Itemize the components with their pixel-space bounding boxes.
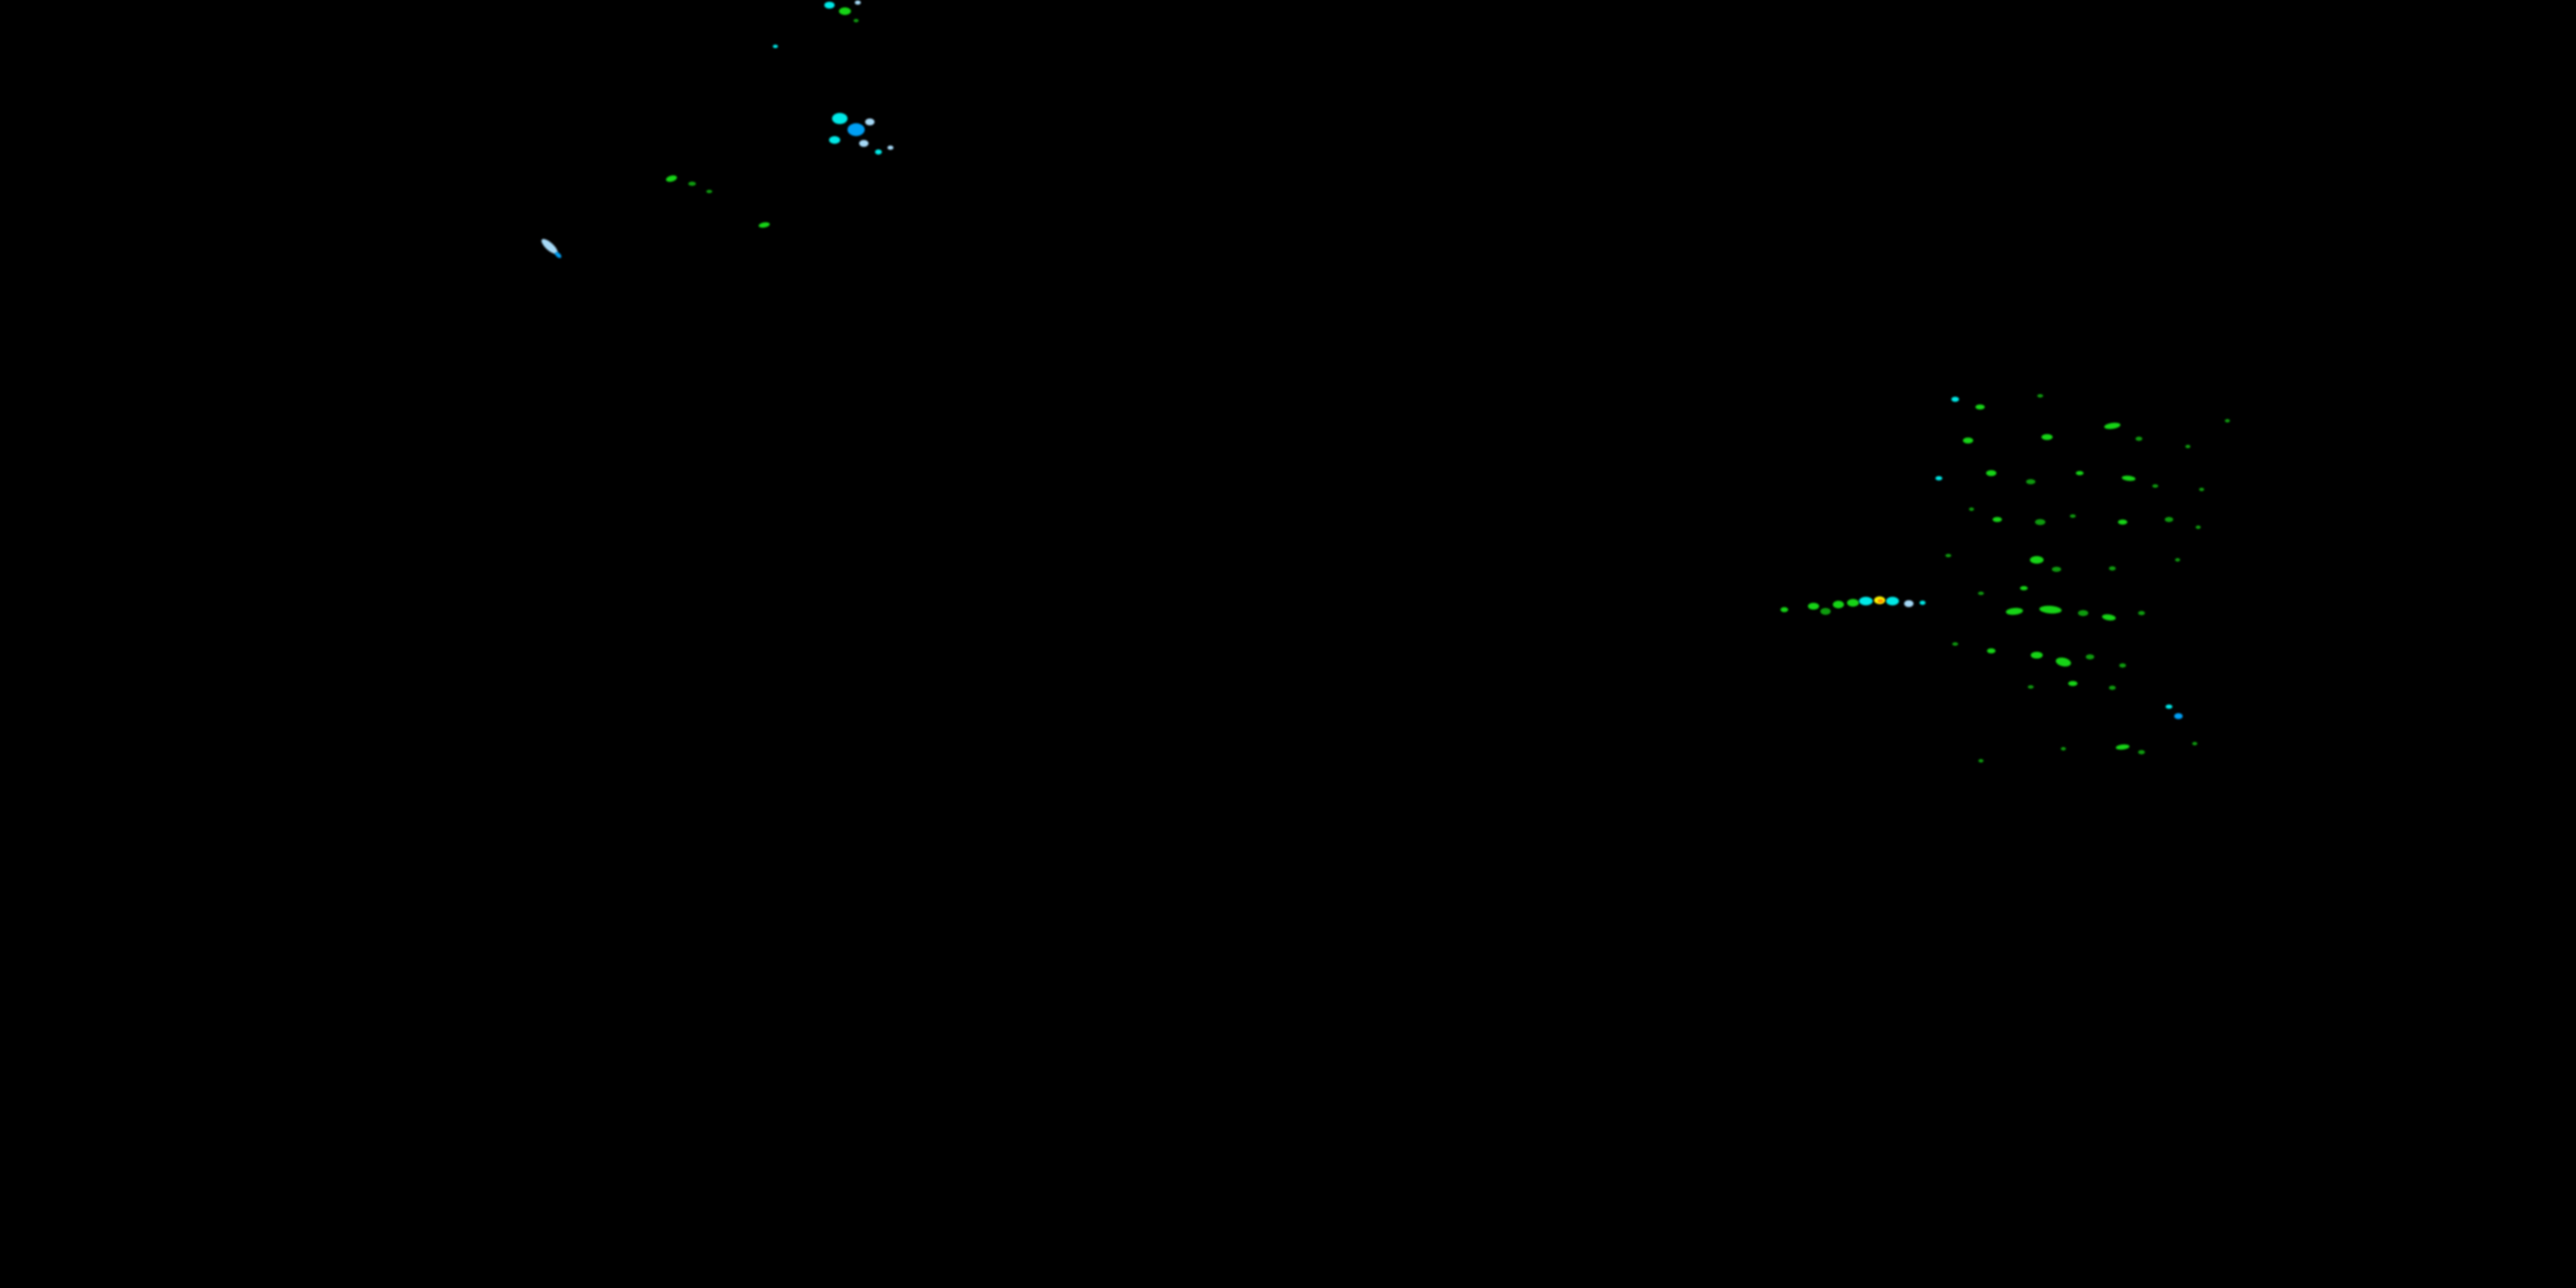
radar-echo: [2152, 484, 2159, 488]
radar-echo: [829, 136, 841, 144]
radar-echo: [2037, 394, 2044, 398]
radar-echo: [2026, 479, 2036, 484]
radar-echo: [2165, 517, 2173, 522]
radar-echo: [2116, 744, 2129, 750]
radar-echo: [2030, 556, 2044, 564]
radar-echo: [2109, 566, 2116, 571]
radar-echo: [854, 0, 861, 5]
radar-echo: [865, 118, 875, 125]
radar-echo: [665, 175, 677, 182]
radar-echo: [2225, 419, 2230, 422]
radar-echo: [824, 2, 835, 9]
radar-echo: [2069, 514, 2076, 518]
radar-echo: [2031, 652, 2043, 659]
radar-echo: [1820, 608, 1831, 615]
radar-echo: [706, 190, 713, 193]
radar-echo: [848, 123, 865, 137]
radar-echo: [1969, 507, 1974, 511]
radar-echo: [832, 112, 848, 125]
radar-echo: [2185, 445, 2190, 448]
radar-echo: [2075, 471, 2084, 476]
radar-echo: [1807, 603, 1820, 610]
radar-echo: [1904, 600, 1914, 607]
radar-echo: [1877, 598, 1884, 604]
radar-echo: [2175, 558, 2180, 562]
radar-echo: [688, 181, 696, 186]
radar-echo: [2174, 713, 2183, 720]
radar-echo: [2109, 685, 2116, 690]
radar-echo: [1992, 517, 2002, 522]
radar-echo: [2122, 475, 2136, 482]
radar-echo: [1945, 554, 1952, 557]
radar-echo: [875, 149, 882, 155]
radar-echo: [859, 140, 869, 147]
radar-echo: [1919, 600, 1926, 605]
radar-echo: [758, 222, 770, 228]
radar-echo: [2041, 434, 2053, 440]
radar-echo: [2136, 436, 2142, 441]
radar-echo: [2006, 607, 2023, 616]
radar-echo: [2051, 567, 2062, 572]
radar-echo: [2086, 654, 2094, 659]
radar-echo: [2196, 526, 2201, 529]
radar-echo: [541, 239, 558, 254]
radar-echo: [555, 252, 562, 258]
radar-echo: [1952, 642, 1959, 646]
radar-echo-layer: [541, 0, 2230, 762]
radar-echo: [1886, 597, 1899, 605]
radar-echo: [2068, 681, 2078, 686]
radar-echo: [2138, 750, 2145, 755]
radar-echo: [2027, 685, 2034, 689]
radar-echo: [2166, 704, 2172, 709]
radar-echo: [2102, 614, 2116, 621]
radar-echo: [1847, 598, 1859, 607]
radar-echo: [2192, 742, 2197, 745]
radar-echo: [2039, 605, 2062, 614]
radar-echo: [1978, 759, 1984, 762]
radar-echo: [854, 19, 859, 22]
radar-echo: [2104, 422, 2121, 429]
radar-echo: [839, 7, 851, 15]
radar-echo: [2119, 663, 2126, 668]
radar-echo: [2061, 747, 2066, 750]
radar-echo: [2199, 488, 2204, 491]
radar-echo: [1986, 470, 1996, 477]
radar-echo: [2138, 611, 2145, 616]
radar-echo: [1963, 437, 1973, 444]
radar-echo: [2117, 519, 2128, 525]
radar-echo: [2056, 657, 2071, 667]
radar-echo: [1859, 597, 1873, 605]
radar-echo: [887, 145, 894, 150]
radar-echo: [2035, 519, 2045, 526]
radar-echo: [1951, 397, 1959, 402]
radar-echo: [1975, 404, 1985, 410]
radar-echo: [2078, 610, 2088, 617]
radar-echo: [2020, 586, 2028, 591]
radar-echo: [1935, 476, 1942, 481]
radar-echo: [773, 45, 778, 48]
radar-echo: [1780, 607, 1789, 612]
radar-echo: [1832, 600, 1844, 609]
radar-echo: [1987, 648, 1996, 653]
radar-echo: [1978, 592, 1984, 595]
